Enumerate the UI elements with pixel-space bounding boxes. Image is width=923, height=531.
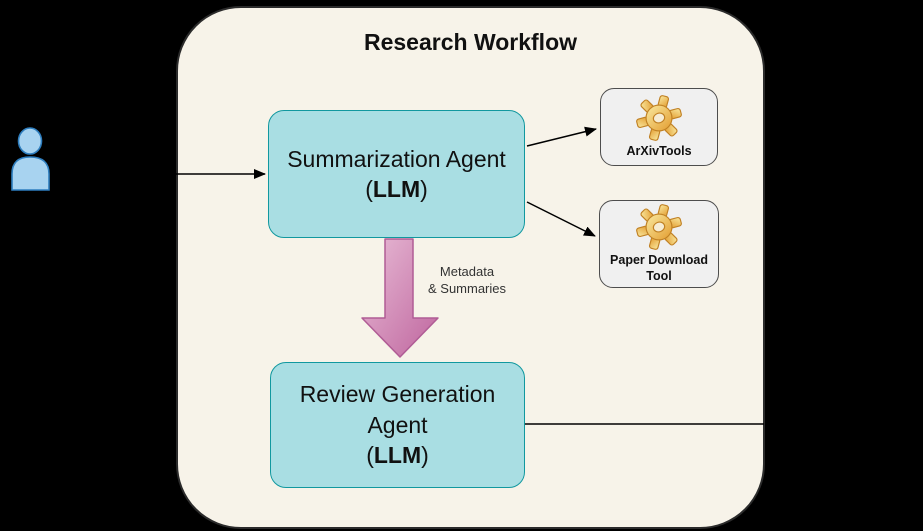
node-subtitle: (LLM) — [366, 440, 429, 470]
llm-label: LLM — [372, 176, 421, 202]
metadata-arrow-label-line1: Metadata — [439, 264, 495, 279]
metadata-arrow-label: Metadata & Summaries — [412, 264, 522, 298]
node-arxiv-tools: ArXivTools — [600, 88, 718, 166]
paren-close: ) — [421, 442, 429, 469]
metadata-arrow-label-line2: & Summaries — [427, 280, 507, 296]
tool-label: ArXivTools — [626, 143, 692, 158]
tool-label-line2: Tool — [646, 268, 672, 283]
gear-icon — [636, 203, 682, 250]
edge-summarization-to-arxivtools — [526, 126, 597, 147]
user-icon — [11, 127, 50, 191]
llm-label: LLM — [373, 442, 422, 469]
diagram-title: Research Workflow — [363, 29, 578, 55]
node-subtitle: (LLM) — [365, 174, 428, 204]
paren-close: ) — [420, 176, 428, 202]
node-title-line1: Review Generation — [299, 381, 496, 408]
paren-open: ( — [366, 442, 374, 469]
node-summarization-agent: Summarization Agent (LLM) — [268, 110, 525, 238]
paren-open: ( — [365, 176, 373, 202]
node-review-generation-agent: Review Generation Agent (LLM) — [270, 362, 525, 488]
gear-icon — [636, 94, 682, 141]
node-title-line2: Agent — [367, 411, 428, 438]
node-title: Summarization Agent — [287, 145, 506, 172]
node-paper-download-tool: Paper Download Tool — [599, 200, 719, 288]
tool-label-line1: Paper Download — [610, 252, 708, 267]
metadata-block-arrow — [361, 238, 439, 358]
edge-summarization-to-paper-tool — [526, 201, 596, 237]
